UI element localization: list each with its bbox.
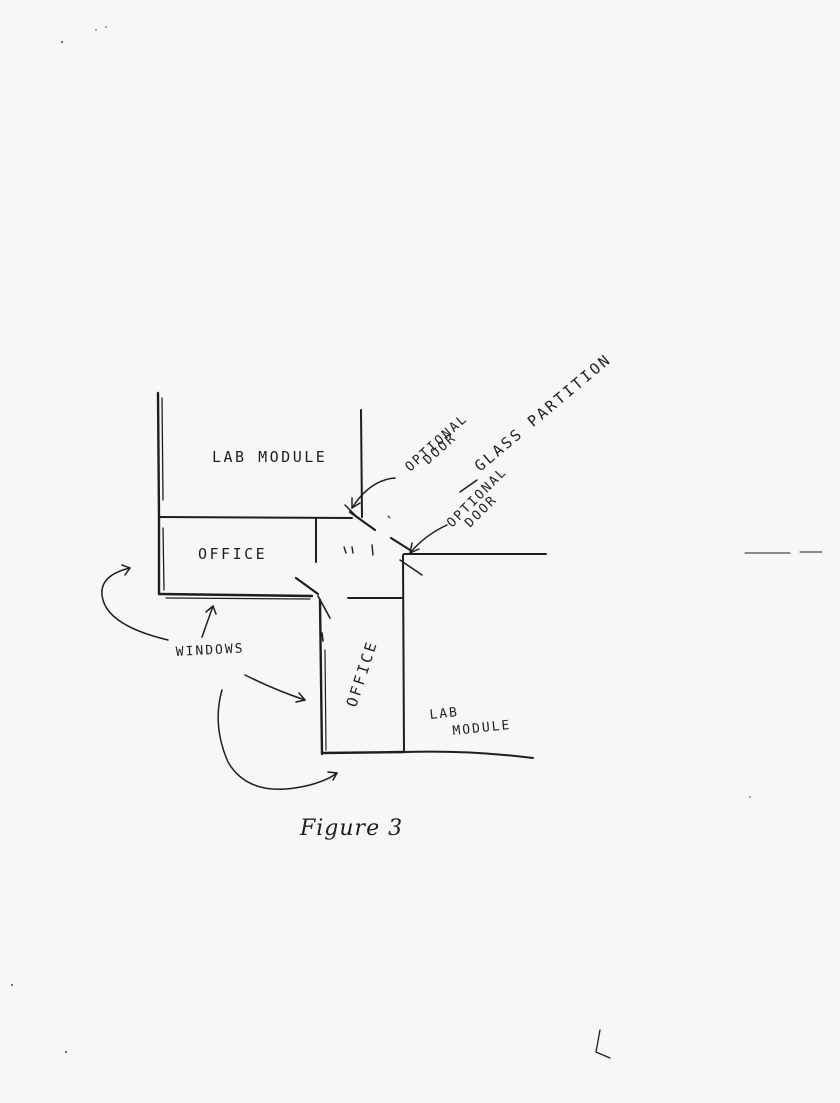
vertical-office-bottom-wall <box>320 750 406 755</box>
glass-partition-leader <box>459 479 478 493</box>
lab-module-top-label: LAB MODULE <box>212 448 327 466</box>
walls <box>156 391 547 759</box>
windows-leader-left <box>101 567 169 641</box>
top-lab-right-wall <box>360 409 363 518</box>
windows-leader-bottom <box>217 689 338 790</box>
windows-leader-right <box>244 674 306 701</box>
windows-leader-bottom-head <box>327 771 338 781</box>
room-labels: LAB MODULE OFFICE OFFICE LAB MODULE <box>198 448 512 739</box>
windows-leader-up-head <box>205 605 217 615</box>
figure-caption: Figure 3 <box>299 816 403 841</box>
optional-door-1-arrowhead <box>351 497 361 509</box>
scan-specks <box>11 26 823 1059</box>
left-window-wall <box>156 391 161 596</box>
optional-door-2-arrowhead <box>409 542 420 554</box>
office-vertical-label: OFFICE <box>343 638 381 709</box>
bottom-lab-bottom-wall <box>403 750 534 759</box>
office-door-swing <box>317 595 331 619</box>
pen-stroke <box>387 515 391 519</box>
glass-partition-label: GLASS PARTITION <box>471 350 615 475</box>
lab-module-bottom-label-line1: LAB <box>429 705 460 723</box>
office-bottom-wall <box>157 592 314 598</box>
office-top-wall <box>158 516 353 519</box>
windows-leader-left-head <box>121 564 131 576</box>
door-mark-small <box>321 632 324 642</box>
left-office-window-inner <box>162 527 165 591</box>
lab-module-bottom-label-line2: MODULE <box>452 718 512 739</box>
optional-door-right-jamb <box>399 559 423 576</box>
windows-leader-up <box>201 605 214 638</box>
office-door-upper <box>294 576 320 596</box>
optional-door-top-jamb <box>344 504 356 516</box>
corridor-tick-3 <box>371 544 374 556</box>
left-window-wall-inner <box>161 397 164 501</box>
doors <box>294 504 423 642</box>
office-left-label: OFFICE <box>198 545 267 563</box>
optional-door-1-leader <box>351 477 396 509</box>
optional-door-right <box>389 536 412 552</box>
optional-door-2-leader <box>409 524 448 554</box>
corridor-tick-2 <box>351 546 354 554</box>
windows-leader-right-head <box>295 692 306 703</box>
annotation-labels: OPTIONAL DOOR GLASS PARTITION OPTIONAL D… <box>175 350 615 660</box>
leader-arrows <box>101 477 478 790</box>
vertical-office-left-wall-inner <box>324 649 327 751</box>
vertical-office-left-wall <box>318 598 324 756</box>
corridor-tick-1 <box>343 546 347 554</box>
glass-partition-wall <box>402 554 405 753</box>
windows-label: WINDOWS <box>175 641 244 660</box>
office-bottom-wall-inner <box>165 597 311 600</box>
